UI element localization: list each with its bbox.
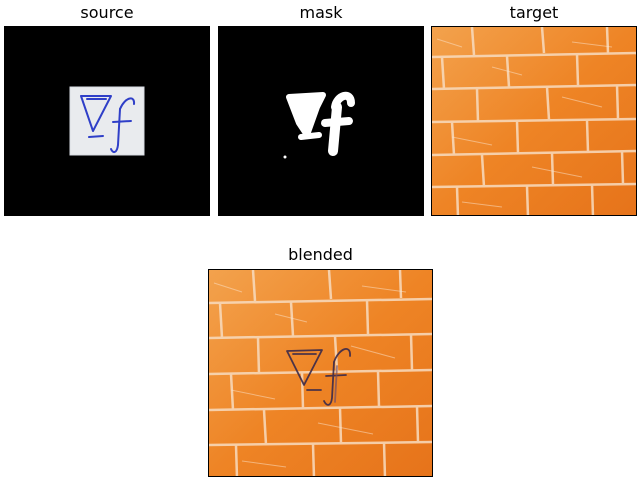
source-panel: source <box>4 0 210 216</box>
blended-bricks <box>209 270 432 476</box>
source-title: source <box>80 3 134 22</box>
blended-panel: blended <box>208 243 433 477</box>
target-panel: target <box>431 0 637 216</box>
target-title: target <box>509 3 559 22</box>
source-glyph <box>80 95 136 154</box>
mask-title: mask <box>299 3 343 22</box>
mask-panel: mask <box>218 0 424 216</box>
blended-image <box>208 269 433 477</box>
source-image <box>4 26 210 216</box>
target-image <box>431 26 637 216</box>
mask-glyph <box>283 91 355 159</box>
blended-glyph <box>286 348 351 406</box>
blended-title: blended <box>288 245 353 264</box>
mask-image <box>218 26 424 216</box>
